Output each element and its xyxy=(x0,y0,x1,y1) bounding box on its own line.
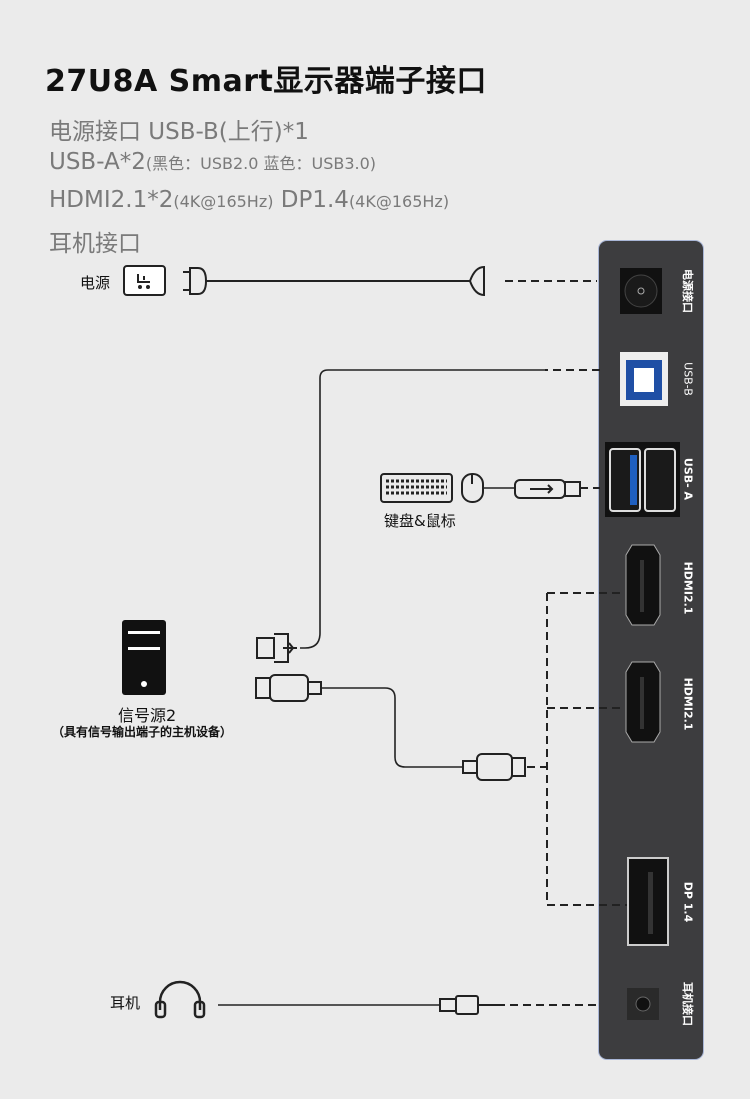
power-plug-icon xyxy=(183,265,485,297)
spec-usba: USB-A*2(黑色：USB2.0 蓝色：USB3.0) xyxy=(49,149,376,175)
port-label-power: 电源接口 xyxy=(681,269,694,313)
port-label-usb-a: USB- A xyxy=(681,457,695,501)
spec-hdmi-note: (4K@165Hz) xyxy=(173,192,274,211)
spec-usba-main: USB-A*2 xyxy=(49,149,146,175)
port-label-audio: 耳机接口 xyxy=(681,982,694,1026)
mouse-icon xyxy=(461,473,484,503)
port-label-usb-b: USB-B xyxy=(681,362,695,396)
power-outlet-icon xyxy=(123,265,166,296)
hdmi-port-1-icon xyxy=(625,544,661,626)
hdmi-plug-source-icon xyxy=(255,674,322,702)
spec-dp: DP1.4 xyxy=(273,187,349,213)
keyboard-mouse-label: 键盘&鼠标 xyxy=(384,512,456,530)
spec-video: HDMI2.1*2(4K@165Hz) DP1.4(4K@165Hz) xyxy=(49,187,449,213)
spec-dp-note: (4K@165Hz) xyxy=(348,192,450,211)
port-label-hdmi2: HDMI2.1 xyxy=(681,677,695,731)
spec-audio: 耳机接口 xyxy=(49,231,141,257)
usb-b-port-icon xyxy=(620,352,668,406)
port-label-dp: DP 1.4 xyxy=(681,881,695,923)
source-note: （具有信号输出端子的主机设备） xyxy=(52,725,233,739)
headphones-label: 耳机 xyxy=(110,994,141,1012)
video-dashed-bus xyxy=(527,592,628,906)
usb-plug-icon xyxy=(256,633,297,663)
hdmi-port-2-icon xyxy=(625,661,661,743)
dp-port-icon xyxy=(627,857,669,946)
spec-hdmi: HDMI2.1*2 xyxy=(49,187,174,213)
page-title: 27U8A Smart显示器端子接口 xyxy=(45,64,487,99)
port-label-hdmi1: HDMI2.1 xyxy=(681,561,695,615)
power-label: 电源 xyxy=(80,274,111,292)
usb-a-plug-icon xyxy=(514,479,581,499)
hdmi-cable xyxy=(321,687,463,768)
audio-plug-icon xyxy=(439,995,505,1015)
usb-a-port-icon xyxy=(605,442,680,517)
spec-usba-note: (黑色：USB2.0 蓝色：USB3.0) xyxy=(145,154,377,173)
hdmi-plug-monitor-icon xyxy=(462,753,526,781)
computer-tower-icon xyxy=(122,620,166,695)
headphones-icon xyxy=(154,980,206,1019)
power-port-icon xyxy=(620,268,662,314)
spec-power-usbb: 电源接口 USB-B(上行)*1 xyxy=(49,119,309,145)
keyboard-icon xyxy=(380,473,453,503)
source-label: 信号源2 xyxy=(118,706,177,725)
audio-port-icon xyxy=(627,988,659,1020)
